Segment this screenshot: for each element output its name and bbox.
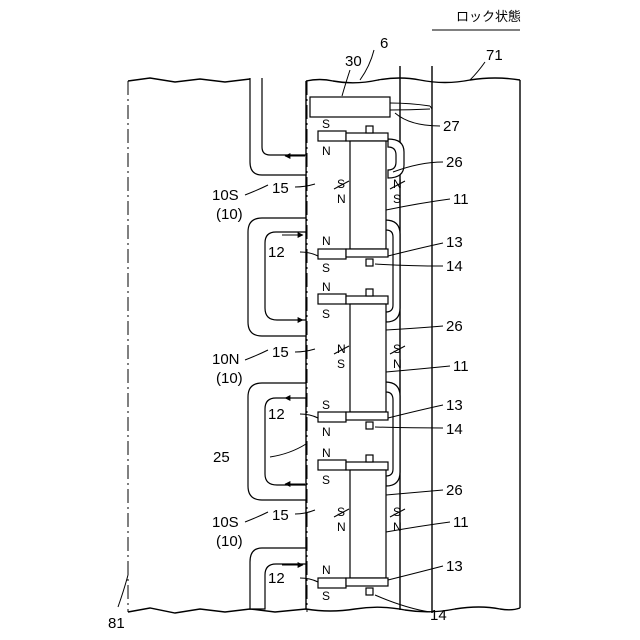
svg-text:81: 81 — [108, 615, 125, 632]
svg-text:S: S — [393, 192, 401, 206]
svg-text:S: S — [322, 117, 330, 131]
svg-text:11: 11 — [453, 191, 469, 208]
svg-text:27: 27 — [443, 118, 460, 135]
lead-wire — [390, 103, 432, 110]
svg-text:15: 15 — [272, 507, 289, 524]
svg-text:N: N — [337, 520, 346, 534]
svg-text:S: S — [322, 473, 330, 487]
group-labels: 10S (10) 10N (10) 10S (10) — [212, 187, 243, 550]
svg-text:12: 12 — [268, 570, 285, 587]
svg-text:N: N — [322, 144, 331, 158]
svg-text:S: S — [322, 307, 330, 321]
svg-text:10N: 10N — [212, 351, 240, 368]
svg-text:11: 11 — [453, 358, 469, 375]
coil-30-block — [310, 97, 390, 117]
top-break-line — [128, 78, 520, 83]
svg-text:12: 12 — [268, 406, 285, 423]
svg-text:71: 71 — [486, 47, 503, 64]
svg-text:N: N — [322, 234, 331, 248]
svg-text:N: N — [322, 446, 331, 460]
svg-text:S: S — [322, 398, 330, 412]
svg-text:26: 26 — [446, 154, 463, 171]
svg-text:14: 14 — [446, 421, 463, 438]
svg-text:15: 15 — [272, 344, 289, 361]
svg-text:S: S — [322, 589, 330, 603]
svg-text:26: 26 — [446, 318, 463, 335]
svg-text:N: N — [322, 280, 331, 294]
svg-text:10S: 10S — [212, 187, 239, 204]
svg-text:(10): (10) — [216, 370, 243, 387]
svg-text:26: 26 — [446, 482, 463, 499]
svg-text:30: 30 — [345, 53, 362, 70]
svg-text:N: N — [393, 357, 402, 371]
svg-text:11: 11 — [453, 514, 469, 531]
svg-text:25: 25 — [213, 449, 230, 466]
svg-text:N: N — [322, 425, 331, 439]
svg-text:10S: 10S — [212, 514, 239, 531]
svg-text:12: 12 — [268, 244, 285, 261]
svg-text:13: 13 — [446, 234, 463, 251]
svg-text:N: N — [393, 520, 402, 534]
svg-text:S: S — [322, 261, 330, 275]
magnet-pole-letters: S N N S N S S N N S N S — [322, 117, 331, 603]
svg-text:S: S — [337, 357, 345, 371]
svg-text:(10): (10) — [216, 533, 243, 550]
state-label: ロック状態 — [456, 9, 521, 24]
svg-text:14: 14 — [446, 258, 463, 275]
svg-text:15: 15 — [272, 180, 289, 197]
svg-text:6: 6 — [380, 35, 388, 52]
svg-text:14: 14 — [430, 607, 447, 624]
svg-text:N: N — [337, 192, 346, 206]
svg-text:N: N — [322, 563, 331, 577]
svg-text:(10): (10) — [216, 206, 243, 223]
svg-text:13: 13 — [446, 558, 463, 575]
bottom-break-line — [128, 607, 520, 613]
svg-text:13: 13 — [446, 397, 463, 414]
